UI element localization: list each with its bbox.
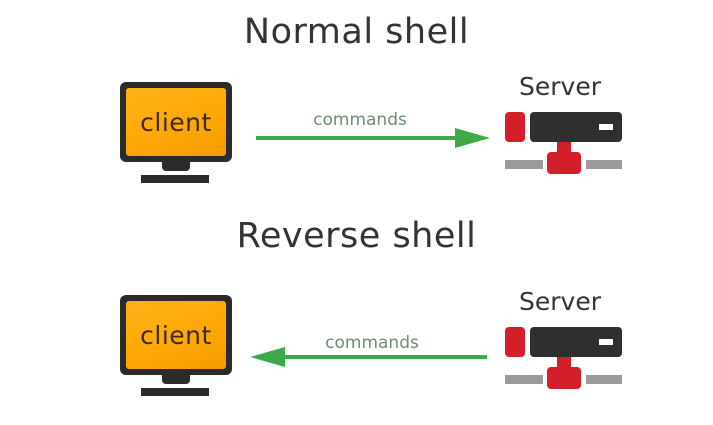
server-stem xyxy=(557,357,571,369)
server-led xyxy=(599,124,613,130)
reverse-shell-title: Reverse shell xyxy=(236,216,477,256)
server-label: Server xyxy=(519,72,601,101)
monitor-base xyxy=(141,388,209,396)
server-red-block xyxy=(505,112,525,142)
client-label: client xyxy=(140,320,212,350)
server-network-left xyxy=(505,375,543,384)
monitor-neck xyxy=(162,375,190,384)
server-connector xyxy=(547,152,581,174)
normal-shell-title: Normal shell xyxy=(243,12,470,52)
client-monitor-icon: client xyxy=(120,82,234,190)
arrow-right-icon xyxy=(256,128,490,148)
client-monitor-icon: client xyxy=(120,295,234,403)
commands-label: commands xyxy=(313,110,407,130)
server-icon: Server xyxy=(497,287,623,397)
server-network-left xyxy=(505,160,543,169)
server-stem xyxy=(557,142,571,154)
commands-label: commands xyxy=(325,333,419,353)
server-icon: Server xyxy=(497,72,623,182)
server-red-block xyxy=(505,327,525,357)
monitor-screen: client xyxy=(126,88,226,156)
server-connector xyxy=(547,367,581,389)
arrow-head xyxy=(455,128,490,148)
client-label: client xyxy=(140,107,212,137)
server-label: Server xyxy=(519,287,601,316)
server-led xyxy=(599,339,613,345)
server-network-right xyxy=(586,160,622,169)
monitor-screen: client xyxy=(126,301,226,369)
server-network-right xyxy=(586,375,622,384)
arrow-head xyxy=(250,347,285,367)
monitor-neck xyxy=(162,162,190,171)
arrow-left-icon xyxy=(250,347,487,367)
monitor-base xyxy=(141,175,209,183)
